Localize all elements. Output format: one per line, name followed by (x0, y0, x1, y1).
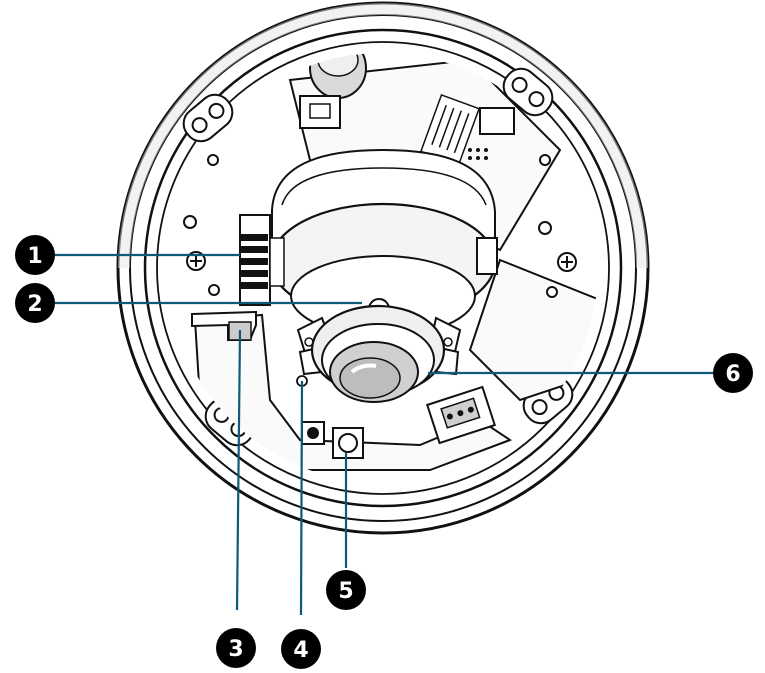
bracket-right (476, 237, 498, 275)
callout-1: 1 (15, 235, 55, 275)
dip-switch-icon (239, 214, 285, 306)
mounting-ears (182, 67, 574, 447)
callout-label: 6 (725, 362, 740, 387)
callout-label: 4 (293, 638, 308, 663)
callout-6: 6 (713, 353, 753, 393)
leader-line-3 (235, 329, 242, 611)
callout-label: 5 (338, 579, 353, 604)
screws (183, 154, 577, 298)
callout-label: 3 (228, 637, 243, 662)
callout-5: 5 (326, 570, 366, 610)
leader-line-4 (299, 380, 304, 616)
callout-label: 2 (27, 292, 42, 317)
leader-lines (55, 253, 718, 616)
callout-3: 3 (216, 628, 256, 668)
callout-2: 2 (15, 283, 55, 323)
lens-icon (296, 304, 462, 403)
callout-4: 4 (281, 629, 321, 669)
callout-label: 1 (27, 244, 42, 269)
terminal-block (425, 385, 497, 445)
